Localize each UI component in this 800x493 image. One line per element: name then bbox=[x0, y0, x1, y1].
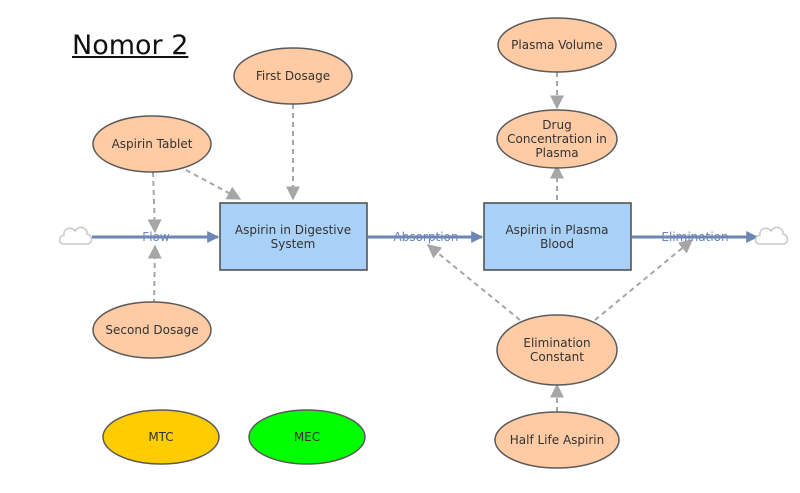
label-line: Constant bbox=[530, 350, 584, 364]
variable-mec[interactable]: MEC bbox=[248, 409, 366, 465]
connector-second-dosage-to-flow bbox=[147, 244, 162, 305]
flow-label-inflow[interactable]: Flow bbox=[142, 230, 170, 244]
variable-second-dosage-label: Second Dosage bbox=[105, 323, 198, 337]
variable-first-dosage[interactable]: First Dosage bbox=[233, 47, 353, 105]
variable-plasma-volume-label: Plasma Volume bbox=[511, 38, 603, 52]
variable-first-dosage-label: First Dosage bbox=[256, 69, 330, 83]
variable-mtc[interactable]: MTC bbox=[102, 409, 220, 465]
label-line: Concentration in bbox=[507, 132, 607, 146]
connector-constant-to-absorption bbox=[426, 244, 521, 321]
label-line: Aspirin Tablet bbox=[112, 137, 193, 151]
label-line: Blood bbox=[540, 237, 574, 251]
label-line: Plasma bbox=[535, 146, 578, 160]
label-line: System bbox=[271, 237, 316, 251]
label-line: Aspirin in Digestive bbox=[235, 223, 351, 237]
connector-tablet-to-flow bbox=[147, 171, 162, 234]
page-title: Nomor 2 bbox=[72, 30, 189, 61]
label-line: Second Dosage bbox=[105, 323, 198, 337]
variable-plasma-volume[interactable]: Plasma Volume bbox=[497, 17, 617, 73]
variable-mec-label: MEC bbox=[294, 430, 320, 444]
label-line: Half Life Aspirin bbox=[510, 433, 604, 447]
variable-half-life[interactable]: Half Life Aspirin bbox=[494, 411, 620, 469]
label-line: Elimination bbox=[523, 336, 590, 350]
label-line: Drug bbox=[542, 118, 571, 132]
flow-label-elimination[interactable]: Elimination bbox=[661, 230, 728, 244]
label-line: Plasma Volume bbox=[511, 38, 603, 52]
connector-tablet-to-digestive bbox=[185, 169, 242, 200]
flow-label-absorption[interactable]: Absorption bbox=[394, 230, 459, 244]
variable-half-life-label: Half Life Aspirin bbox=[510, 433, 604, 447]
variable-aspirin-tablet[interactable]: Aspirin Tablet bbox=[92, 115, 212, 173]
label-line: MEC bbox=[294, 430, 320, 444]
label-line: MTC bbox=[148, 430, 173, 444]
variable-aspirin-tablet-label: Aspirin Tablet bbox=[112, 137, 193, 151]
variable-mtc-label: MTC bbox=[148, 430, 173, 444]
connector-constant-to-elimination bbox=[594, 239, 694, 321]
cloud-icon bbox=[754, 226, 789, 245]
label-line: First Dosage bbox=[256, 69, 330, 83]
variable-second-dosage[interactable]: Second Dosage bbox=[92, 301, 212, 359]
label-line: Aspirin in Plasma bbox=[505, 223, 608, 237]
cloud-icon bbox=[58, 226, 93, 245]
connectors bbox=[147, 72, 694, 412]
